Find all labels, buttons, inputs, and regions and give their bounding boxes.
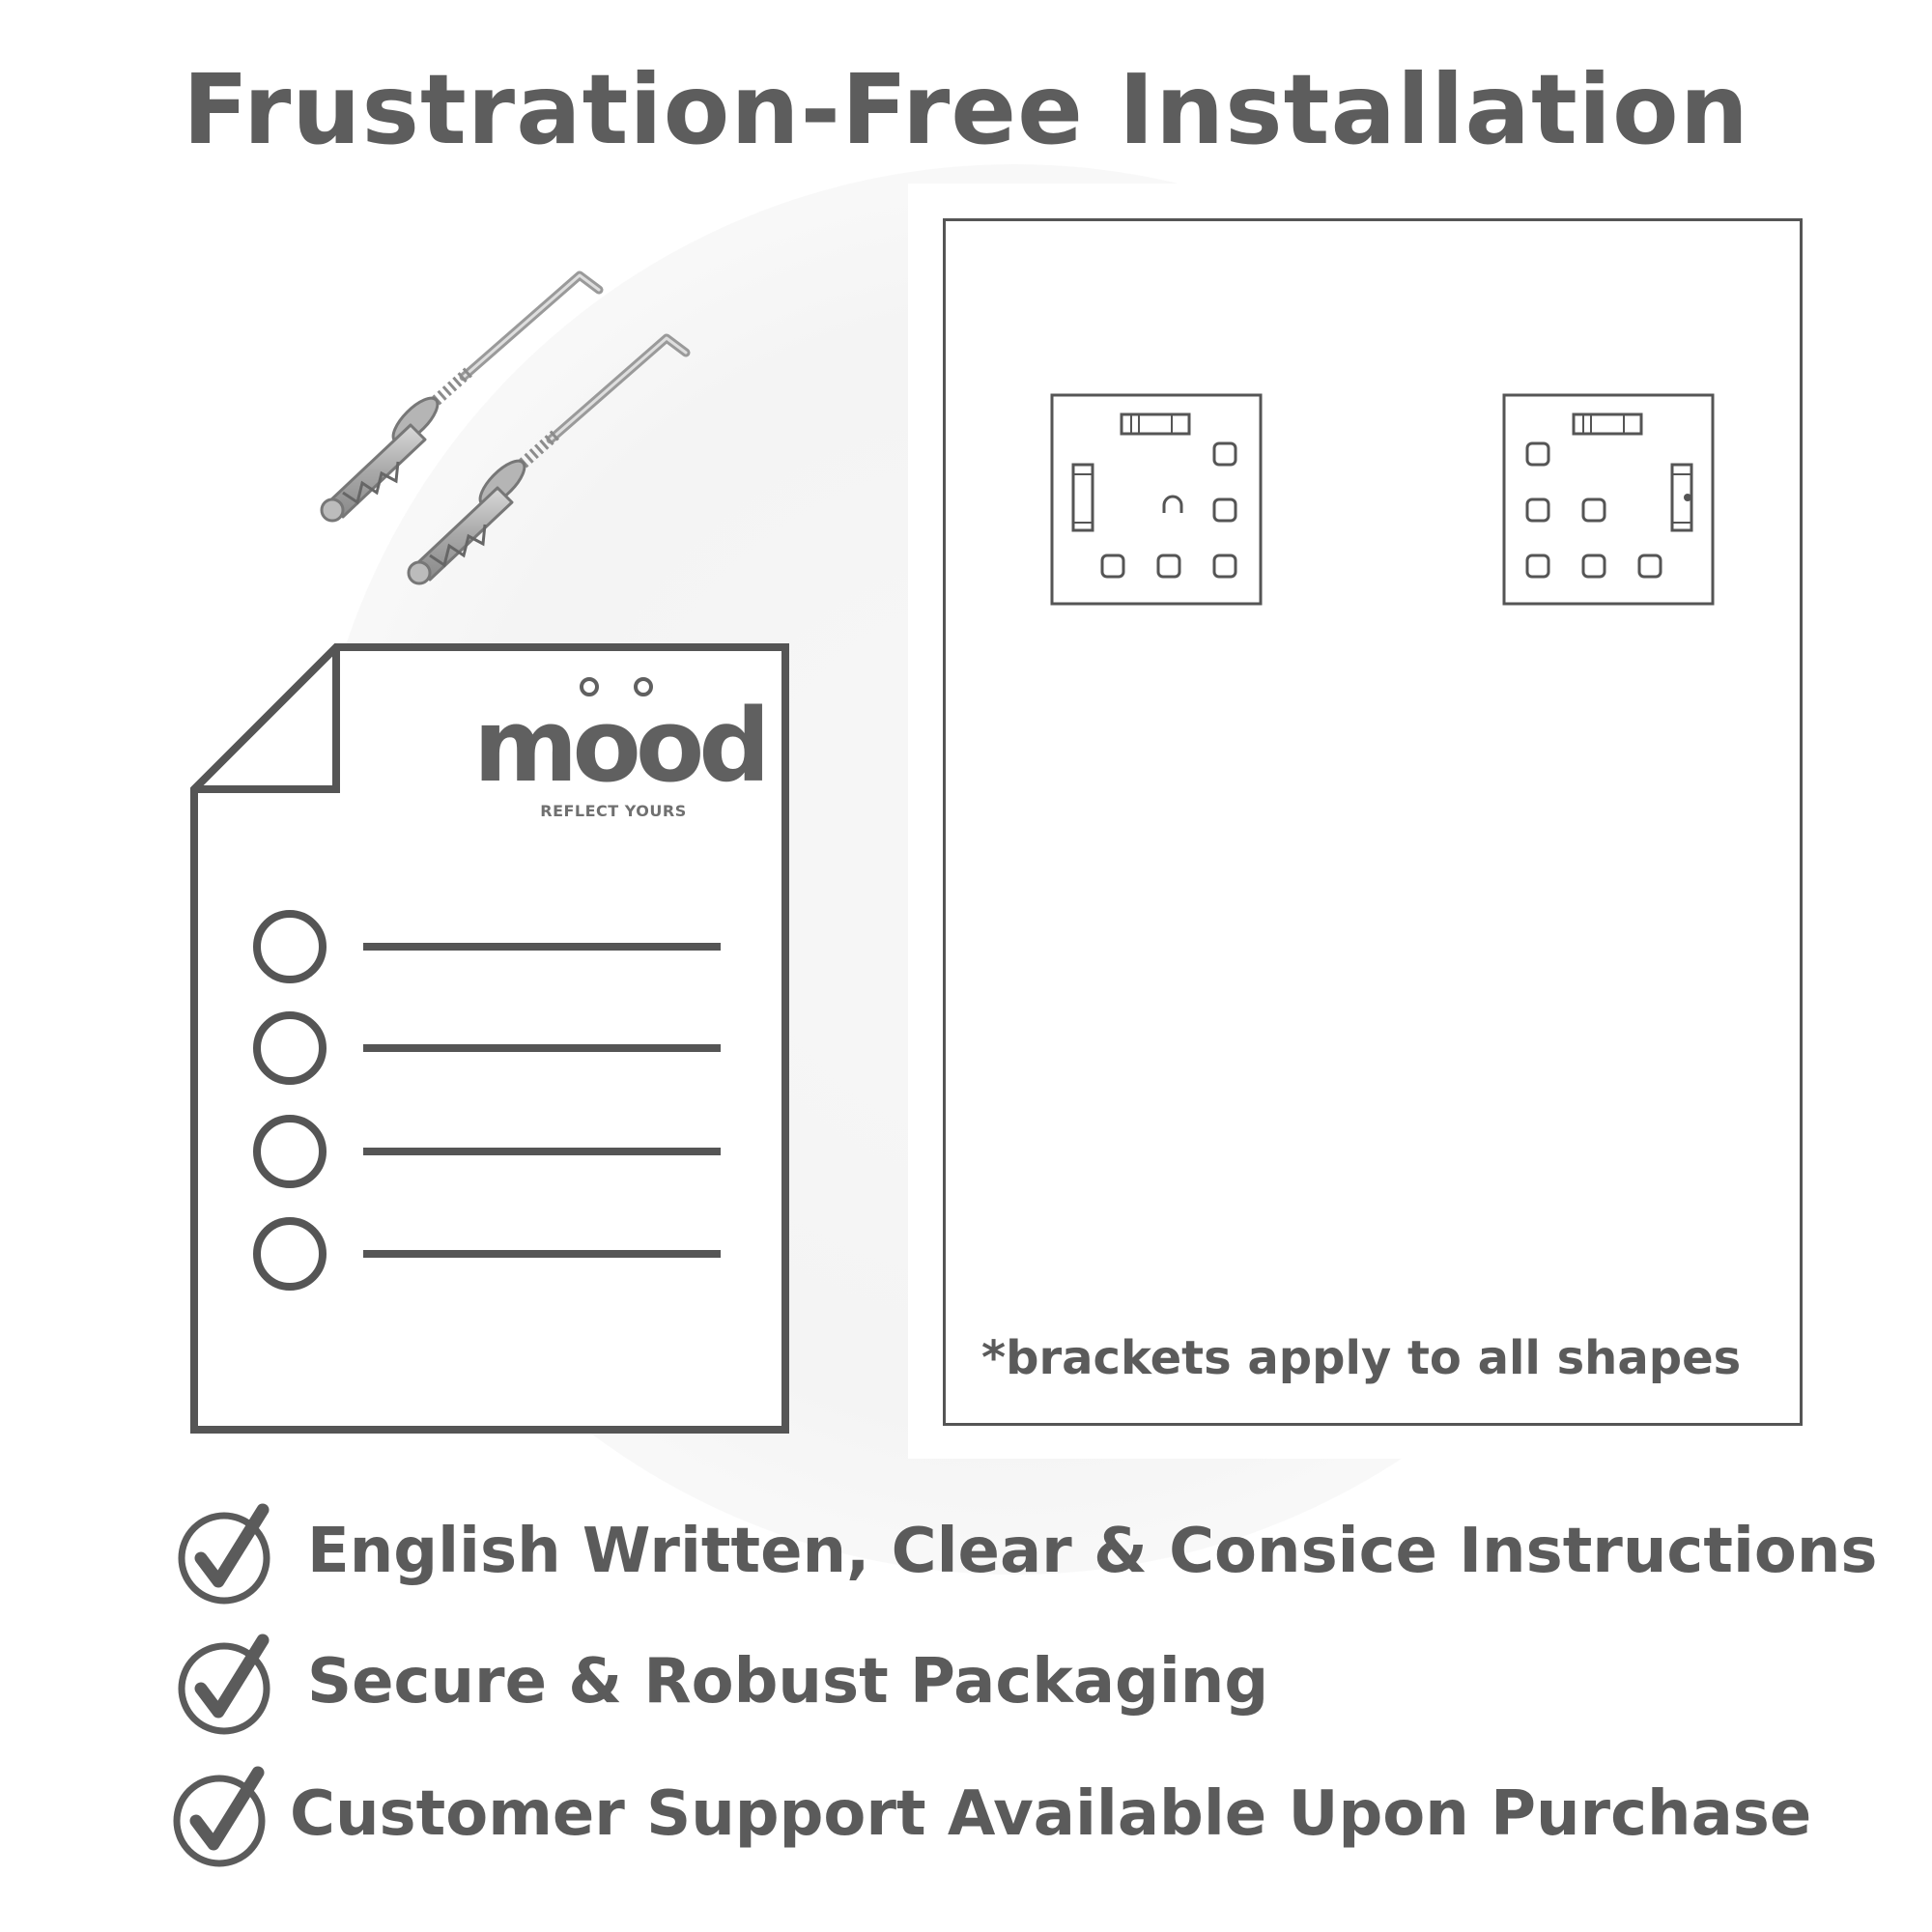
brackets-note: *brackets apply to all shapes bbox=[981, 1331, 1742, 1385]
logo-rings-icon bbox=[580, 677, 653, 696]
brand-tagline: REFLECT YOURS bbox=[540, 802, 687, 820]
feature-label: English Written, Clear & Consice Instruc… bbox=[307, 1516, 1878, 1587]
instruction-document-icon bbox=[190, 643, 789, 1434]
feature-label: Customer Support Available Upon Purchase bbox=[290, 1778, 1812, 1850]
bracket-right-icon bbox=[1502, 393, 1715, 606]
wall-plug-screws-illustration bbox=[290, 251, 792, 599]
feature-item-support: Customer Support Available Upon Purchase bbox=[169, 1765, 1908, 1871]
feature-item-packaging: Secure & Robust Packaging bbox=[174, 1633, 1913, 1739]
mirror-back-outline bbox=[943, 218, 1803, 1426]
brand-name: mood bbox=[473, 687, 771, 805]
check-circle-icon bbox=[178, 1634, 270, 1735]
feature-item-instructions: English Written, Clear & Consice Instruc… bbox=[174, 1502, 1913, 1608]
page-title: Frustration-Free Installation bbox=[183, 53, 1749, 166]
brand-logo: mood REFLECT YOURS bbox=[473, 677, 771, 820]
feature-label: Secure & Robust Packaging bbox=[307, 1646, 1269, 1718]
bracket-left-icon bbox=[1050, 393, 1263, 606]
check-circle-icon bbox=[178, 1503, 270, 1605]
check-circle-icon bbox=[173, 1766, 266, 1867]
